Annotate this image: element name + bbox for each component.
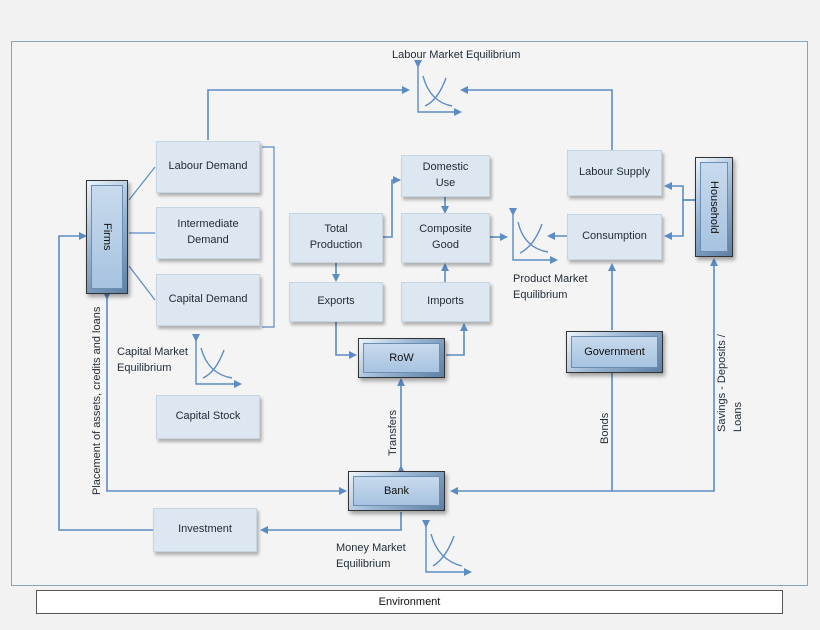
investment-label: Investment <box>178 523 232 536</box>
arrow-labour-demand-to-market <box>207 86 410 140</box>
arrow-row-to-imports <box>446 323 468 356</box>
arrow-household-to-labour-supply <box>664 182 696 201</box>
household-label: Household <box>708 180 720 234</box>
total-production-label: Total Production <box>309 223 363 251</box>
money-market-chart <box>422 520 472 576</box>
labour-market-chart <box>414 60 462 116</box>
savings-label: Savings - Deposits / Loans <box>716 334 744 432</box>
consumption-box: Consumption <box>567 214 662 260</box>
bank-label: Bank <box>383 485 410 497</box>
bonds-label: Bonds <box>599 412 611 444</box>
transfers-label: Transfers <box>387 409 399 456</box>
capital-stock-box: Capital Stock <box>156 395 260 439</box>
environment-bar: Environment <box>36 590 783 614</box>
firms-to-labour-demand <box>128 166 156 201</box>
capital-demand-label: Capital Demand <box>168 293 248 306</box>
government-label: Government <box>584 346 645 358</box>
household-actor: Household <box>695 157 733 257</box>
capital-market-equilibrium-label: Capital Market Equilibrium <box>117 346 188 374</box>
government-actor: Government <box>566 331 663 373</box>
firms-actor: Firms <box>86 180 128 294</box>
arrow-production-to-domestic <box>383 176 401 238</box>
domestic-use-label: Domestic Use <box>422 161 469 189</box>
firms-to-capital-demand <box>128 265 156 301</box>
arrow-to-bank-right <box>450 372 613 495</box>
arrow-firms-bank <box>103 292 347 495</box>
labour-supply-box: Labour Supply <box>567 150 662 196</box>
exports-box: Exports <box>289 282 383 322</box>
capital-market-chart <box>192 334 242 388</box>
exports-label: Exports <box>317 295 355 308</box>
labour-demand-label: Labour Demand <box>168 160 248 173</box>
total-production-box: Total Production <box>289 213 383 263</box>
imports-label: Imports <box>427 295 464 308</box>
imports-box: Imports <box>401 282 490 322</box>
row-actor: RoW <box>358 338 445 378</box>
capital-demand-box: Capital Demand <box>156 274 260 326</box>
demand-bracket <box>262 146 275 328</box>
capital-stock-label: Capital Stock <box>175 410 241 423</box>
product-market-equilibrium-label: Product Market Equilibrium <box>513 273 588 301</box>
arrow-investment-to-firms <box>58 232 153 531</box>
environment-label: Environment <box>378 596 441 608</box>
arrow-bank-to-household <box>612 258 718 492</box>
row-label: RoW <box>389 352 414 364</box>
intermediate-demand-box: Intermediate Demand <box>156 207 260 259</box>
domestic-use-box: Domestic Use <box>401 155 490 197</box>
money-market-equilibrium-label: Money Market Equilibrium <box>336 542 406 570</box>
arrow-labour-supply-to-market <box>460 86 613 150</box>
labour-demand-box: Labour Demand <box>156 141 260 193</box>
arrow-household-to-consumption <box>664 199 696 240</box>
product-market-chart <box>509 208 558 264</box>
bank-actor: Bank <box>348 471 445 511</box>
investment-box: Investment <box>153 508 257 552</box>
labour-market-equilibrium-label: Labour Market Equilibrium <box>392 49 521 61</box>
firms-label: Firms <box>101 223 113 251</box>
composite-good-label: Composite Good <box>419 223 472 251</box>
placement-label: Placement of assets, credits and loans <box>91 306 103 495</box>
arrow-bank-to-investment <box>260 512 402 534</box>
intermediate-demand-label: Intermediate Demand <box>177 218 239 246</box>
composite-good-box: Composite Good <box>401 213 490 263</box>
consumption-label: Consumption <box>582 230 647 243</box>
labour-supply-label: Labour Supply <box>579 166 650 179</box>
arrow-exports-to-row <box>335 322 357 359</box>
